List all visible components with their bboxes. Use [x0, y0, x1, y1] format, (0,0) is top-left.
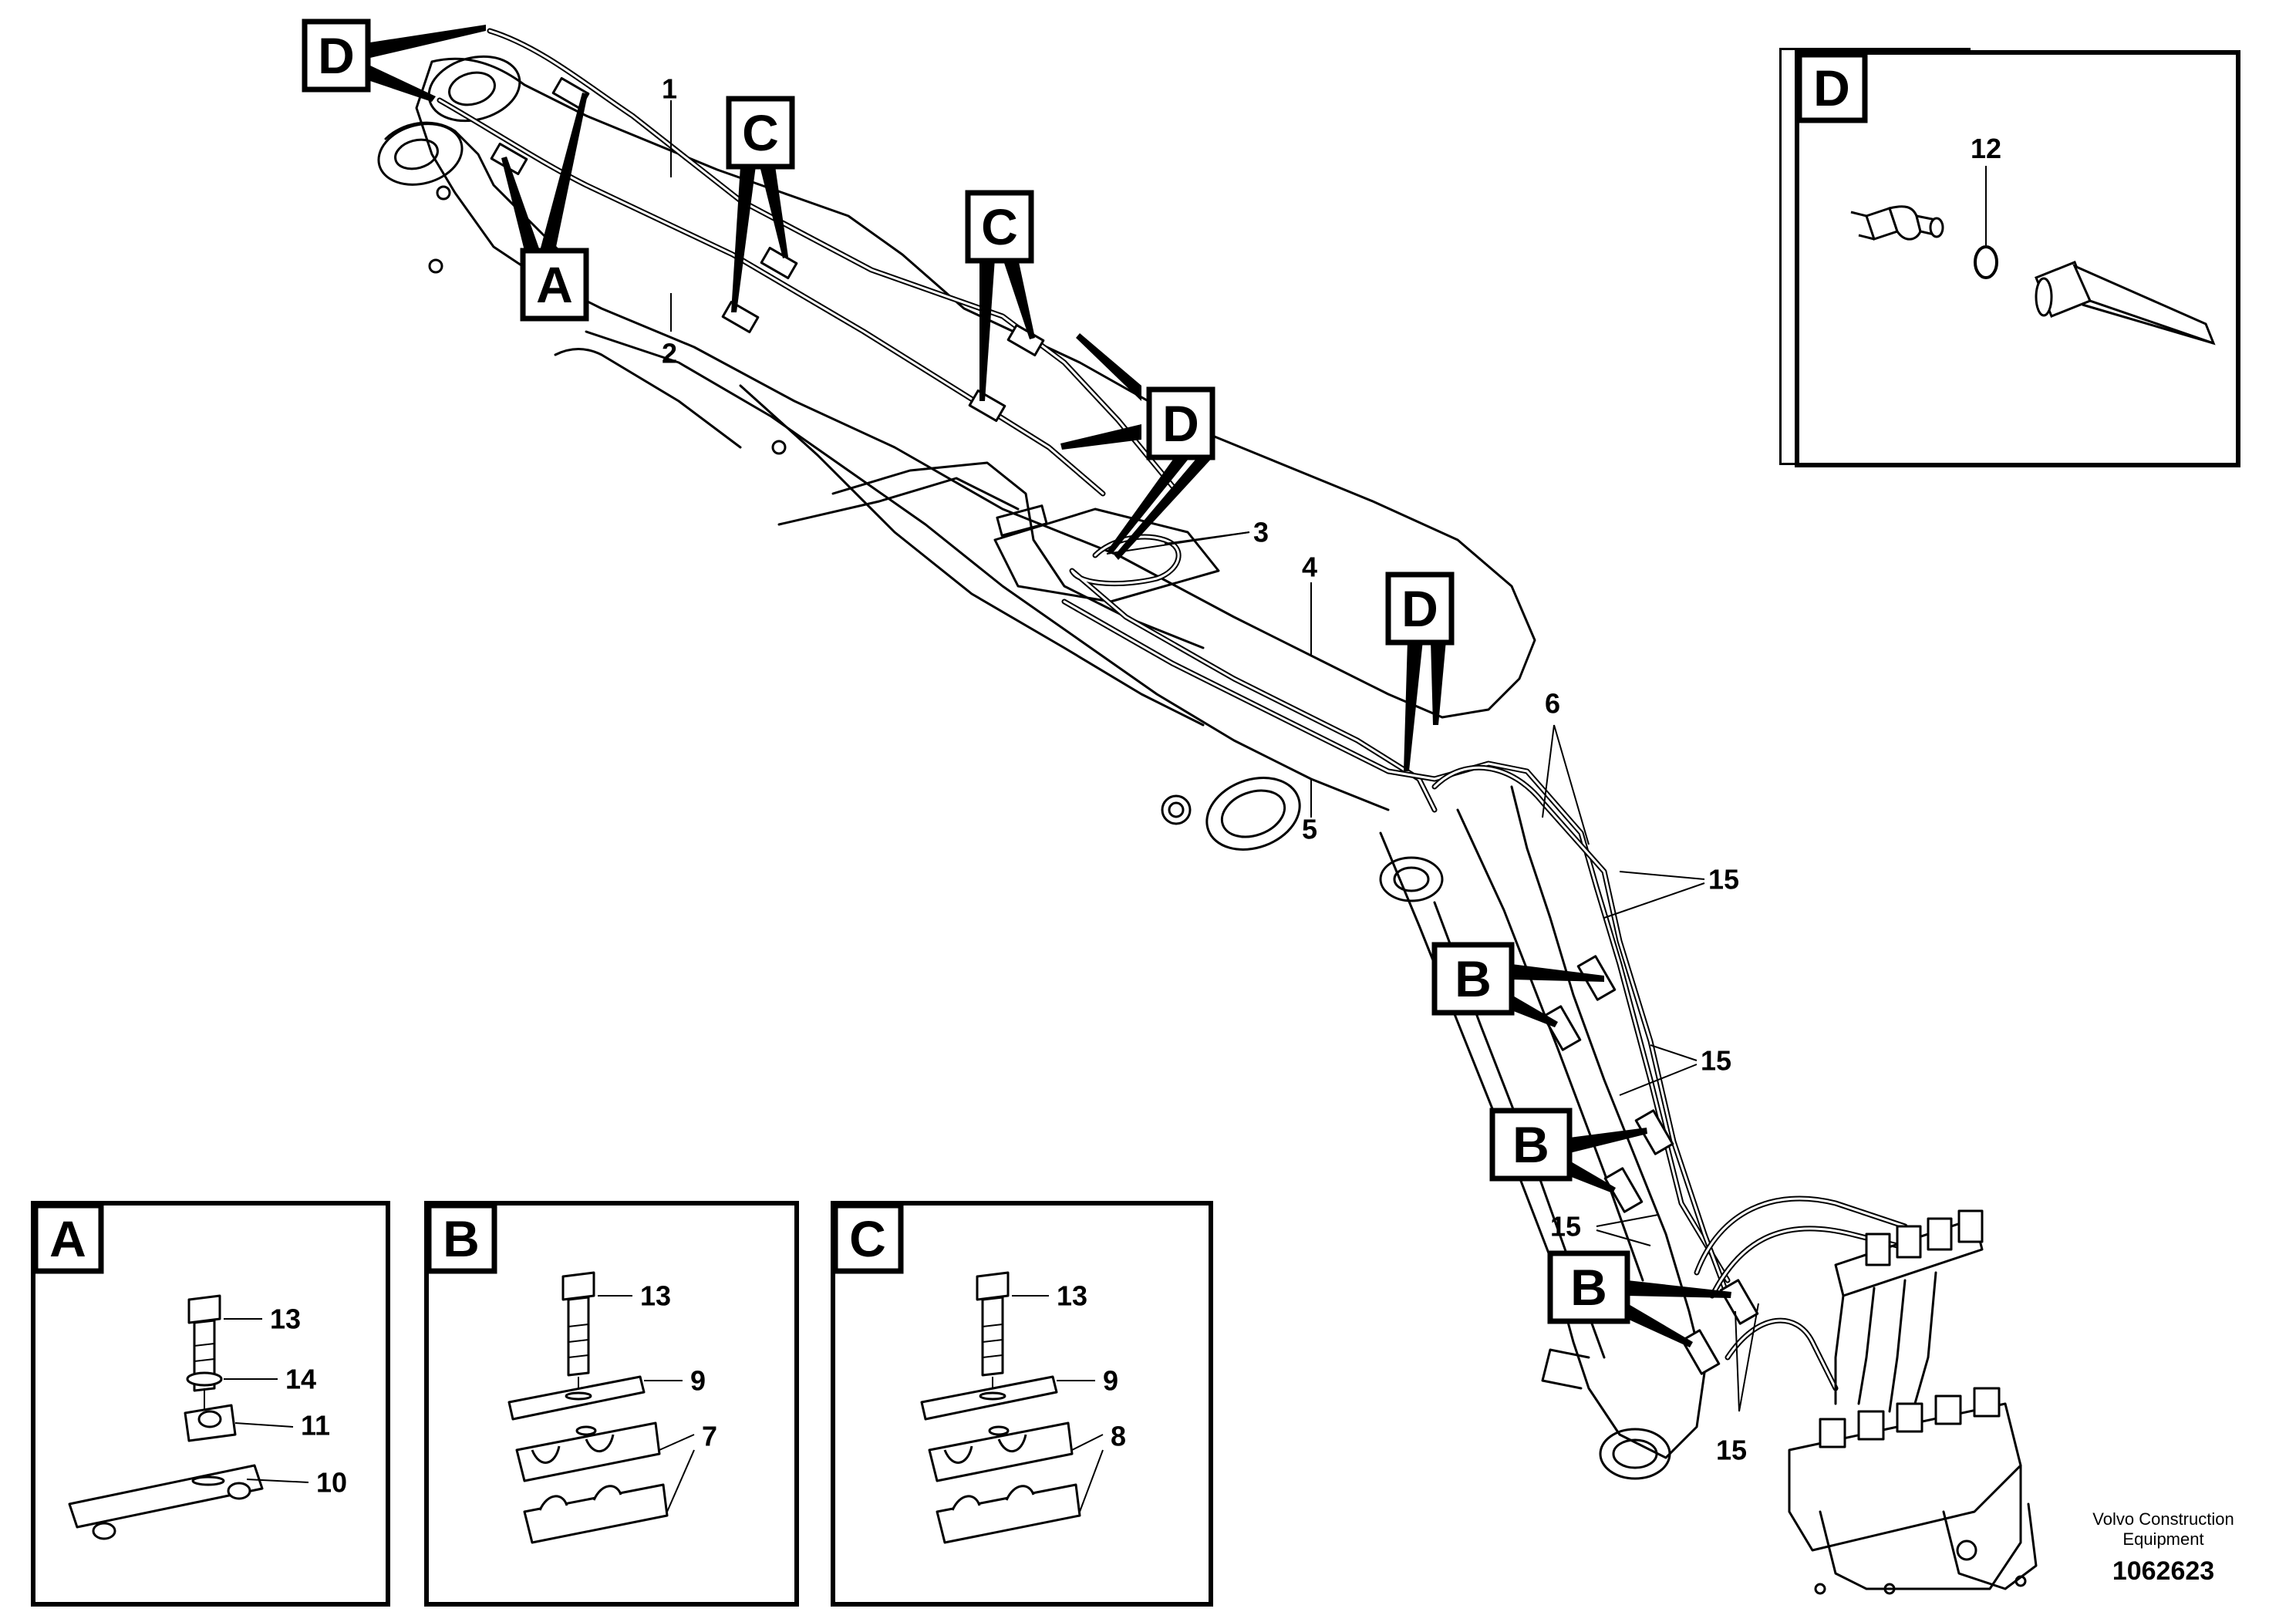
panel-b-label-13: 13	[640, 1280, 671, 1312]
footer-company-2: Equipment	[2122, 1529, 2203, 1549]
svg-text:B: B	[1512, 1116, 1549, 1173]
panel-d-title-box	[1796, 52, 1868, 123]
boom-arm-structure	[377, 55, 1706, 1480]
label-part-4: 4	[1302, 551, 1317, 583]
clamp-block-icon	[184, 1404, 237, 1442]
detail-panel-b: B 13 9 7	[424, 1201, 799, 1607]
panel-d-label-12: 12	[1971, 133, 2001, 164]
panel-c-label-8: 8	[1111, 1421, 1126, 1452]
callout-c-left: C	[726, 96, 795, 170]
panel-b-label-7: 7	[702, 1421, 717, 1452]
label-part-5: 5	[1302, 814, 1317, 845]
cover-plate-icon	[920, 1375, 1058, 1421]
hose-end-icon	[2035, 261, 2216, 346]
cover-plate-icon	[507, 1375, 646, 1421]
clamp-halves-icon	[928, 1421, 1081, 1544]
panel-a-label-10: 10	[316, 1467, 347, 1499]
label-part-15-a: 15	[1708, 864, 1739, 895]
callout-b-2: B	[1489, 1108, 1573, 1182]
panel-c-label-9: 9	[1103, 1365, 1118, 1397]
svg-text:A: A	[536, 256, 573, 313]
svg-text:B: B	[1570, 1259, 1607, 1316]
detail-panel-c: C 13 9 8	[831, 1201, 1213, 1607]
svg-text:C: C	[742, 104, 779, 161]
label-part-2: 2	[662, 338, 677, 369]
part-number-labels: 1 2 3 4 5 6 15 15 15 15	[662, 73, 1747, 1466]
footer: Volvo Construction Equipment 1062623	[2092, 1509, 2234, 1586]
washer-icon	[186, 1371, 223, 1387]
bolt-icon	[561, 1271, 595, 1377]
svg-text:C: C	[981, 198, 1018, 255]
panel-d-title: D	[1813, 59, 1850, 116]
panel-c-label-13: 13	[1057, 1280, 1087, 1312]
bolt-icon	[976, 1271, 1010, 1377]
callout-b-3: B	[1547, 1250, 1630, 1324]
o-ring-icon	[1974, 245, 1998, 279]
svg-text:B: B	[1455, 950, 1492, 1007]
svg-text:D: D	[1162, 395, 1199, 452]
label-part-1: 1	[662, 73, 677, 105]
callout-b-1: B	[1431, 942, 1515, 1016]
detail-panel-a: A 13 14 11 10	[31, 1201, 390, 1607]
panel-a-label-13: 13	[270, 1303, 301, 1335]
control-valve-assembly	[1788, 1209, 2038, 1595]
base-plate-icon	[68, 1464, 264, 1540]
callout-a: A	[520, 248, 589, 322]
panel-b-label-9: 9	[690, 1365, 706, 1397]
label-part-6: 6	[1545, 688, 1560, 720]
label-part-15-d: 15	[1716, 1435, 1747, 1466]
label-part-3: 3	[1253, 517, 1269, 548]
panel-a-label-14: 14	[285, 1364, 316, 1395]
panel-d-frame	[1795, 50, 2240, 467]
svg-text:D: D	[1401, 580, 1438, 637]
leader-lines	[370, 25, 1759, 1412]
panel-a-label-11: 11	[301, 1410, 330, 1442]
hydraulic-hoses	[437, 28, 1916, 1391]
svg-text:D: D	[318, 27, 355, 84]
callout-d-top: D	[302, 19, 371, 93]
footer-company: Volvo Construction	[2092, 1509, 2234, 1529]
label-part-15-c: 15	[1550, 1211, 1581, 1243]
panel-c-title: C	[849, 1210, 886, 1267]
footer-drawing-number: 1062623	[2112, 1556, 2214, 1586]
hose-clamps	[490, 76, 1759, 1375]
label-part-15-b: 15	[1701, 1045, 1731, 1077]
clamp-halves-icon	[515, 1421, 669, 1544]
fitting-icon	[1850, 205, 1944, 241]
callout-c-right: C	[965, 190, 1034, 264]
callout-d-middle: D	[1146, 386, 1215, 460]
panel-b-title: B	[443, 1210, 480, 1267]
panel-a-title: A	[49, 1210, 86, 1267]
callout-d-right: D	[1385, 572, 1455, 646]
